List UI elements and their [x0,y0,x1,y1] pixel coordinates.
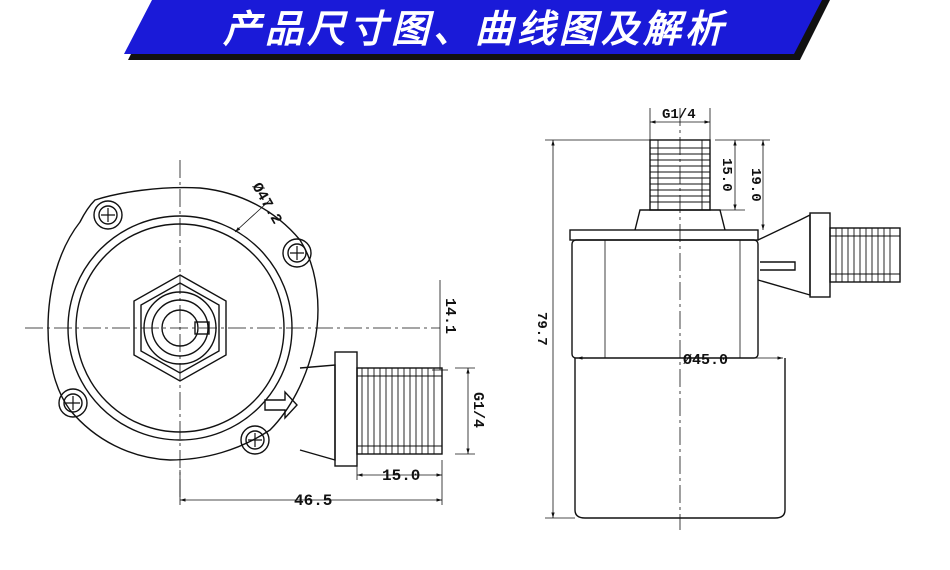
page-title: 产品尺寸图、曲线图及解析 [222,7,727,51]
screw-icon [93,200,123,230]
side-dim-total-height: 79.7 [533,312,549,346]
dim-thread-length: 15.0 [382,467,420,485]
screw-icon [282,238,312,268]
side-dim-body-diameter: Ø45.0 [683,352,728,369]
screw-icon [240,425,270,455]
front-view [25,160,475,505]
flow-arrow-icon [264,390,298,420]
side-dim-thread: G1/4 [662,107,696,123]
side-view [545,108,901,530]
banner-shape [124,0,830,60]
dim-height-offset: 14.1 [441,298,458,334]
side-dim-nozzle-height: 19.0 [747,168,763,202]
dim-total-width: 46.5 [294,492,332,510]
side-dim-thread-length: 15.0 [718,158,734,192]
dim-thread: G1/4 [469,392,486,428]
header-banner: 产品尺寸图、曲线图及解析 [0,0,950,60]
screw-icon [58,388,88,418]
